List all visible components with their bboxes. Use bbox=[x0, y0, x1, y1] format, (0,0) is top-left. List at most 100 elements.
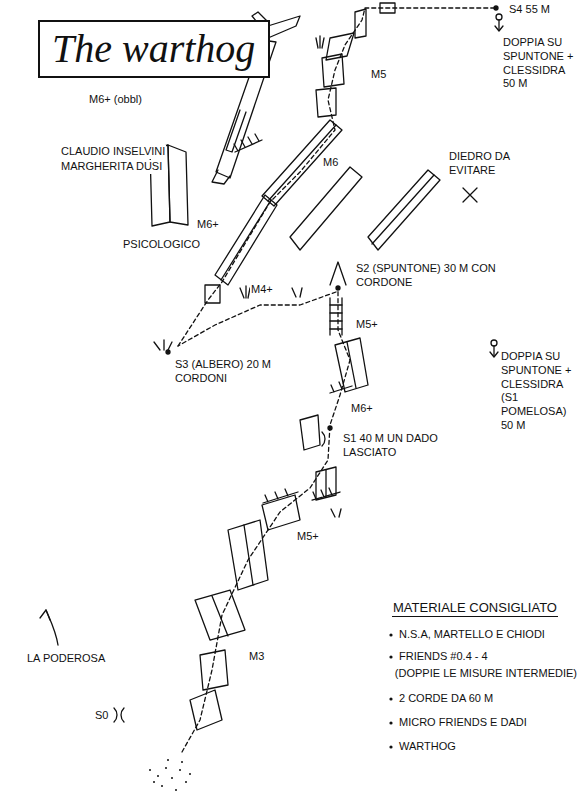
line-work bbox=[114, 708, 124, 722]
line-work bbox=[330, 382, 352, 393]
line-work bbox=[389, 745, 392, 748]
line-work bbox=[491, 340, 497, 346]
line-work bbox=[322, 432, 325, 446]
line-work bbox=[189, 773, 191, 775]
line-work bbox=[336, 286, 340, 290]
ledge-hatching bbox=[234, 134, 352, 503]
line-work bbox=[166, 350, 170, 354]
line-work bbox=[368, 170, 440, 250]
gear-item: MICRO FRIENDS E DADI bbox=[398, 716, 528, 730]
pitch-note: PSICOLOGICO bbox=[122, 238, 201, 252]
line-work bbox=[495, 26, 503, 31]
line-work bbox=[157, 775, 159, 777]
gear-heading: MATERIALE CONSIGLIATO bbox=[392, 600, 558, 617]
line-work bbox=[326, 33, 354, 60]
gear-item: FRIENDS #0.4 - 4 bbox=[398, 650, 489, 664]
line-work bbox=[389, 633, 392, 636]
gear-item: N.S.A, MARTELLO E CHIODI bbox=[398, 628, 546, 642]
line-work bbox=[165, 767, 167, 769]
line-work bbox=[494, 6, 498, 10]
line-work bbox=[179, 769, 181, 771]
line-work bbox=[167, 759, 169, 761]
line-work bbox=[389, 655, 392, 658]
title-text: The warthog bbox=[52, 27, 256, 71]
line-work bbox=[178, 292, 336, 346]
line-work bbox=[493, 346, 494, 356]
grade-label: M5+ bbox=[296, 530, 320, 544]
rappel-note: DOPPIA SU SPUNTONE + CLESSIDRA 50 M bbox=[502, 36, 578, 91]
title-box: The warthog bbox=[38, 20, 270, 78]
start-mark bbox=[114, 432, 325, 722]
list-bullets bbox=[389, 633, 392, 748]
author-name: CLAUDIO INSELVINI bbox=[60, 145, 166, 159]
neighbour-route: LA PODEROSA bbox=[26, 652, 106, 666]
line-work bbox=[215, 195, 277, 285]
avoid-mark bbox=[463, 188, 477, 202]
line-work bbox=[347, 342, 356, 388]
line-work bbox=[185, 781, 187, 783]
line-work bbox=[175, 789, 177, 791]
line-work bbox=[171, 777, 173, 779]
rappel-note: DOPPIA SU SPUNTONE + CLESSIDRA (S1 POMEL… bbox=[500, 350, 578, 433]
line-work bbox=[316, 88, 336, 117]
gear-item: WARTHOG bbox=[398, 740, 457, 754]
line-work bbox=[331, 509, 341, 517]
gear-item: 2 CORDE DA 60 M bbox=[398, 692, 494, 706]
line-work bbox=[212, 170, 230, 184]
line-work bbox=[153, 781, 155, 783]
line-work bbox=[463, 188, 477, 202]
grass-tufts bbox=[154, 36, 341, 517]
line-work bbox=[316, 36, 324, 48]
line-work bbox=[228, 520, 268, 590]
warning-note: DIEDRO DA EVITARE bbox=[448, 150, 534, 178]
author-name: MARGHERITA DUSI bbox=[60, 160, 163, 174]
grade-label: M6+ (obbl) bbox=[88, 93, 143, 107]
line-work bbox=[262, 120, 342, 206]
line-work bbox=[389, 697, 392, 700]
line-work bbox=[496, 14, 502, 20]
line-work bbox=[330, 305, 342, 329]
line-work bbox=[205, 285, 220, 303]
scree-dots bbox=[149, 759, 191, 791]
line-work bbox=[149, 769, 151, 771]
belay-label: S3 (ALBERO) 20 M CORDONI bbox=[174, 358, 321, 386]
belay-label: S2 (SPUNTONE) 30 M CON CORDONE bbox=[355, 262, 507, 290]
line-work bbox=[154, 340, 172, 350]
line-work bbox=[380, 3, 395, 13]
line-work bbox=[190, 690, 222, 730]
line-work bbox=[355, 9, 366, 38]
line-work bbox=[40, 610, 50, 620]
line-work bbox=[234, 134, 262, 152]
line-work bbox=[292, 288, 302, 297]
grade-label: M4+ bbox=[250, 283, 274, 297]
line-work bbox=[325, 470, 326, 497]
line-work bbox=[300, 415, 320, 450]
line-work bbox=[212, 596, 228, 636]
grade-label: M3 bbox=[248, 650, 265, 664]
grade-label: M5 bbox=[370, 68, 387, 82]
rock-features bbox=[150, 3, 440, 730]
line-work bbox=[316, 467, 336, 500]
line-work bbox=[330, 262, 346, 285]
line-work bbox=[161, 785, 163, 787]
grade-label: M5+ bbox=[355, 318, 379, 332]
line-work bbox=[226, 110, 246, 152]
line-work bbox=[244, 525, 253, 585]
grade-label: M6 bbox=[322, 156, 339, 170]
line-work bbox=[290, 167, 362, 250]
grade-label: M6+ bbox=[350, 402, 374, 416]
line-work bbox=[240, 286, 250, 298]
line-work bbox=[498, 20, 499, 30]
belay-label: S1 40 M UN DADO LASCIATO bbox=[342, 432, 464, 460]
grade-label: M6+ bbox=[196, 218, 220, 232]
line-work bbox=[168, 145, 188, 225]
gear-item: (DOPPIE LE MISURE INTERMEDIE) bbox=[394, 667, 578, 681]
line-work bbox=[328, 426, 332, 430]
line-work bbox=[181, 761, 183, 763]
belay-label: S0 bbox=[94, 709, 109, 723]
line-work bbox=[195, 590, 245, 640]
line-work bbox=[372, 175, 434, 244]
line-work bbox=[263, 489, 298, 503]
line-work bbox=[389, 721, 392, 724]
